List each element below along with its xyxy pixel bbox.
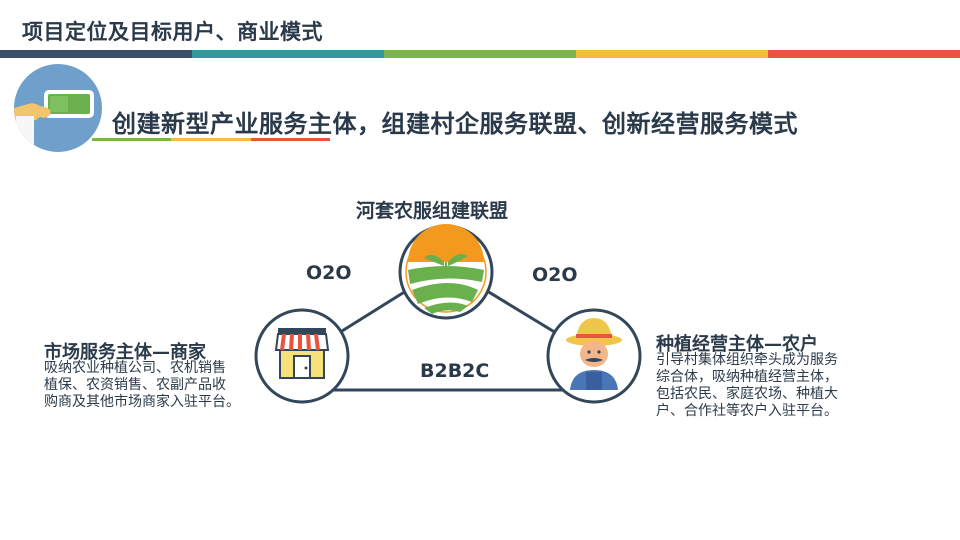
desc-line: 包括农民、家庭农场、种植大 — [656, 386, 838, 402]
desc-line: 引导村集体组织牵头成为服务 — [656, 352, 838, 368]
phone-hand-icon — [14, 64, 102, 152]
page-title: 项目定位及目标用户、商业模式 — [22, 20, 323, 44]
shop-icon — [254, 308, 350, 404]
band-segment-navy — [0, 50, 192, 58]
subtitle-underline — [92, 138, 330, 141]
underline-segment-green — [92, 138, 172, 141]
edge-label-b2b2c: B2B2C — [420, 360, 490, 382]
desc-line: 植保、农资销售、农副产品收 — [44, 377, 226, 393]
left-node-description: 吸纳农业种植公司、农机销售 植保、农资销售、农副产品收 购商及其他市场商家入驻平… — [44, 360, 260, 411]
top-node-label: 河套农服组建联盟 — [356, 200, 509, 222]
farm-logo-icon — [398, 224, 494, 320]
edge-label-right-o2o: O2O — [532, 264, 578, 286]
left-node-title: 市场服务主体—商家 — [44, 342, 206, 363]
band-segment-green — [384, 50, 576, 58]
band-segment-yellow — [576, 50, 768, 58]
desc-line: 综合体，吸纳种植经营主体， — [656, 369, 838, 385]
header-color-band — [0, 50, 960, 58]
underline-segment-yellow — [171, 138, 251, 141]
farmer-icon — [546, 308, 642, 404]
subtitle: 创建新型产业服务主体，组建村企服务联盟、创新经营服务模式 — [112, 110, 798, 138]
desc-line: 户、合作社等农户入驻平台。 — [656, 403, 838, 419]
underline-segment-red — [250, 138, 330, 141]
band-segment-teal — [192, 50, 384, 58]
edge-label-left-o2o: O2O — [306, 262, 352, 284]
desc-line: 吸纳农业种植公司、农机销售 — [44, 360, 226, 376]
desc-line: 购商及其他市场商家入驻平台。 — [44, 394, 240, 410]
band-segment-red — [768, 50, 960, 58]
right-node-title: 种植经营主体—农户 — [656, 334, 818, 355]
right-node-description: 引导村集体组织牵头成为服务 综合体，吸纳种植经营主体， 包括农民、家庭农场、种植… — [656, 352, 876, 420]
